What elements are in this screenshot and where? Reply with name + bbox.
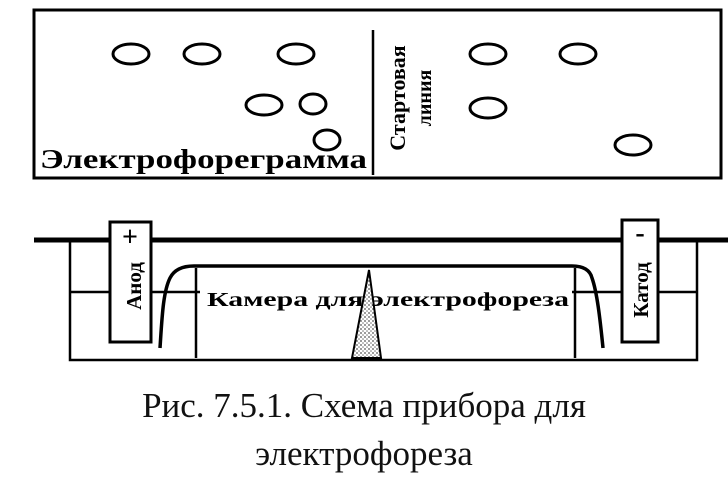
anode-label: Анод — [122, 262, 146, 310]
figure-caption-line1: Рис. 7.5.1. Схема прибора для — [142, 386, 586, 425]
spot — [312, 128, 342, 152]
spot — [468, 96, 508, 120]
strip-support-wedge — [350, 269, 383, 359]
spot — [558, 42, 598, 66]
apparatus: Анод + Катод - Камера для электрофореза — [34, 218, 728, 362]
spot — [244, 93, 284, 117]
start-line-label-line1: Стартовая — [385, 45, 410, 150]
anode-plus-sign: + — [122, 222, 138, 253]
tank-outline — [68, 242, 699, 362]
start-line-label: Стартовая линия — [385, 45, 436, 150]
cathode-minus-sign: - — [635, 218, 644, 249]
figure-caption-line2: электрофореза — [255, 434, 473, 473]
paper-strip-bridge — [158, 264, 605, 349]
spot — [468, 42, 508, 66]
spot — [111, 42, 151, 66]
electrophoregram-panel: Стартовая линия Электрофореграмма — [32, 8, 723, 180]
cathode-label: Катод — [629, 262, 653, 318]
spot — [182, 42, 222, 66]
anode-box — [108, 220, 153, 344]
spot — [276, 42, 316, 66]
spot — [298, 92, 328, 116]
chamber-label: Камера для электрофореза — [207, 289, 569, 311]
start-line-label-line2: линия — [414, 70, 436, 127]
electrophoregram-border — [32, 8, 723, 180]
anode-electrode: Анод + — [108, 220, 153, 344]
spots-group — [111, 42, 653, 157]
outer-tank — [68, 242, 699, 362]
cathode-electrode: Катод - — [620, 218, 660, 344]
cathode-box — [620, 218, 660, 344]
electrophoregram-label: Электрофореграмма — [40, 144, 368, 174]
spot — [613, 133, 653, 157]
